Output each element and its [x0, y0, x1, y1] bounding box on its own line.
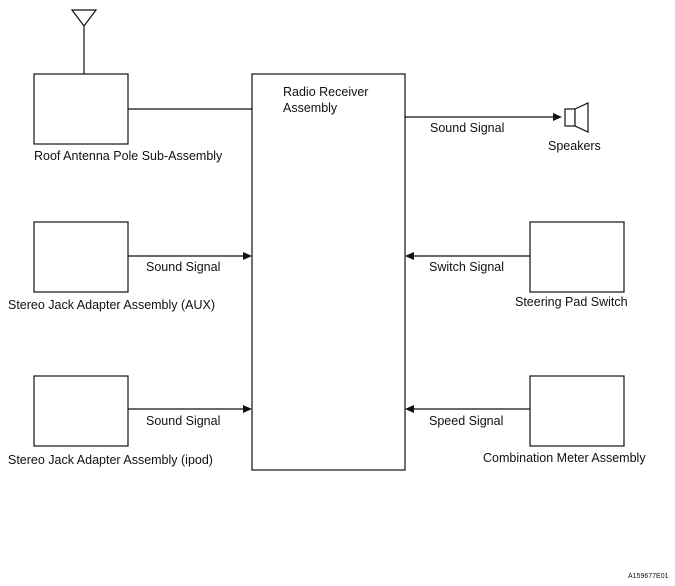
speaker-icon: [564, 102, 589, 133]
radio-receiver-label-line1: Radio Receiver: [283, 85, 368, 99]
ipod-adapter-label: Stereo Jack Adapter Assembly (ipod): [8, 453, 213, 467]
aux-adapter-label: Stereo Jack Adapter Assembly (AUX): [8, 298, 215, 312]
steering-switch-box: [529, 221, 625, 293]
speakers-label: Speakers: [548, 139, 601, 153]
roof-antenna-box: [33, 73, 129, 145]
combination-meter-box: [529, 375, 625, 447]
figure-code: A159677E01: [628, 573, 669, 580]
combination-meter-label: Combination Meter Assembly: [483, 451, 646, 465]
speaker-signal-arrowhead: [553, 113, 562, 121]
steering-signal-arrowhead: [405, 252, 414, 260]
roof-antenna-label: Roof Antenna Pole Sub-Assembly: [34, 149, 223, 163]
speaker-signal-label: Sound Signal: [430, 121, 504, 135]
ipod-signal-label: Sound Signal: [146, 414, 220, 428]
ipod-adapter-box: [33, 375, 129, 447]
ipod-signal-arrowhead: [243, 405, 252, 413]
meter-signal-arrowhead: [405, 405, 414, 413]
aux-adapter-box: [33, 221, 129, 293]
meter-signal-label: Speed Signal: [429, 414, 503, 428]
steering-switch-label: Steering Pad Switch: [515, 295, 628, 309]
radio-receiver-label-line2: Assembly: [283, 101, 338, 115]
antenna-icon: [70, 9, 98, 74]
radio-receiver-box: [251, 73, 406, 471]
aux-signal-arrowhead: [243, 252, 252, 260]
aux-signal-label: Sound Signal: [146, 260, 220, 274]
steering-signal-label: Switch Signal: [429, 260, 504, 274]
